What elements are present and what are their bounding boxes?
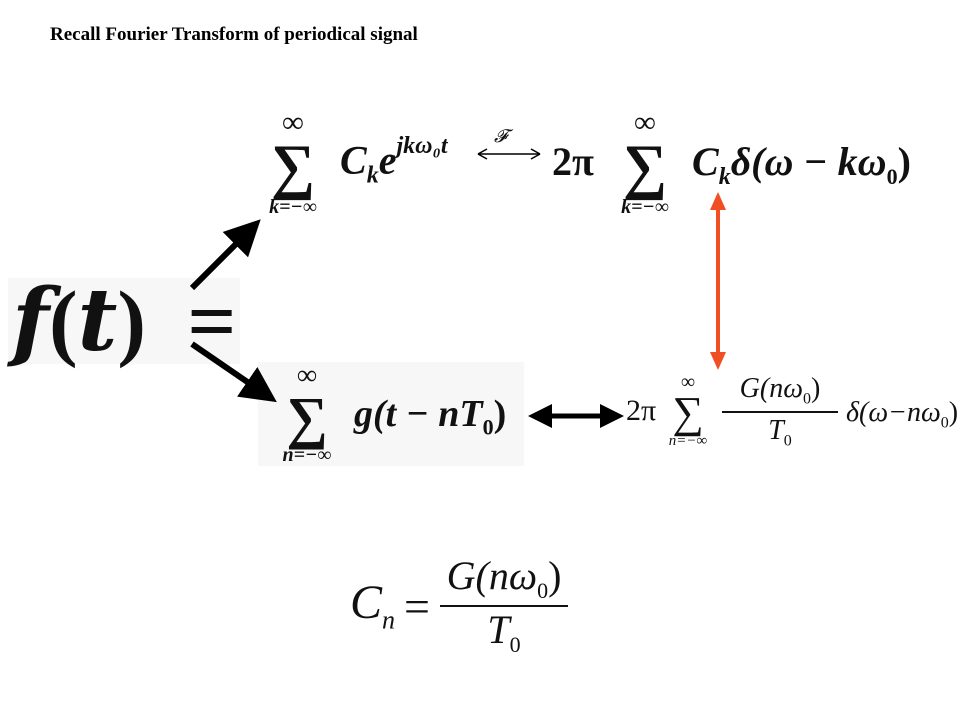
bottom-frac-num-text: G(nω — [739, 373, 803, 404]
lhs-f: f — [12, 270, 49, 371]
bottom-frac-den-text: T — [768, 414, 784, 446]
top-term-2: Ckδ(ω − kω0) — [692, 139, 911, 190]
top-term-2-close: ) — [897, 139, 911, 184]
transform-double-arrow — [477, 148, 541, 160]
cn-equals: = — [404, 581, 430, 632]
bottom-frac-num-sub: 0 — [803, 390, 811, 408]
cn-fraction-denominator: T0 — [438, 610, 570, 656]
bottom-term-1-text: g(t − nT — [354, 393, 483, 435]
lhs-paren-close: ) — [117, 273, 147, 369]
top-two-pi: 2π — [552, 139, 594, 184]
top-sum-2-sigma: ∑ — [622, 133, 668, 201]
top-sum-1: ∞ ∑ k=−∞ — [248, 108, 338, 217]
bottom-sum-2-lower: n=−∞ — [668, 432, 708, 449]
arrow-to-top-sum — [189, 219, 261, 291]
cn-fraction-bar — [440, 605, 568, 607]
top-term-1-C: C — [340, 137, 367, 183]
bottom-delta-text: δ(ω−nω — [846, 397, 941, 428]
arrow-to-bottom-sum — [190, 341, 277, 403]
top-term-2-k: k — [718, 164, 731, 190]
top-term-1-k: k — [366, 162, 379, 189]
bottom-sum-2: ∞ ∑ n=−∞ — [660, 372, 716, 449]
cn-lhs: Cn — [350, 578, 395, 634]
cn-num-close: ) — [548, 553, 562, 598]
top-term-2-delta: δ(ω − kω — [730, 139, 887, 184]
bottom-delta: δ(ω−nω0) — [846, 398, 958, 432]
bottom-fraction-numerator: G(nω0) — [718, 374, 842, 408]
top-sum-2-lower: k=−∞ — [621, 195, 669, 218]
cn-C: C — [350, 576, 383, 629]
orange-vertical-double-arrow — [710, 192, 726, 370]
top-sum-2: ∞ ∑ k=−∞ — [600, 108, 690, 217]
top-sum-1-lower: k=−∞ — [269, 195, 317, 218]
bottom-delta-sub: 0 — [940, 414, 949, 432]
transform-symbol: 𝓕 — [494, 126, 508, 147]
lhs-t: t — [77, 270, 118, 371]
page-title: Recall Fourier Transform of periodical s… — [50, 24, 418, 45]
top-term-2-C: C — [692, 139, 719, 184]
cn-n: n — [382, 605, 396, 635]
bottom-two-pi: 2π — [626, 394, 657, 427]
bottom-fraction: G(nω0) T0 — [718, 374, 842, 449]
cn-num-text: G(nω — [446, 553, 538, 598]
bottom-term-1-close: ) — [493, 393, 507, 435]
bottom-double-arrow — [528, 404, 624, 428]
bottom-frac-num-close: ) — [811, 373, 821, 404]
bottom-sum-2-upper: ∞ — [680, 371, 696, 393]
top-term-2-sub: 0 — [886, 164, 898, 189]
top-sum-1-sigma: ∑ — [270, 133, 316, 201]
top-term-1-exponent: jkω₀t — [396, 133, 448, 159]
bottom-sum-1-lower: n=−∞ — [282, 444, 332, 467]
bottom-sum-1: ∞ ∑ n=−∞ — [262, 360, 352, 467]
bottom-left-formula-bg — [258, 362, 524, 466]
bottom-sum-2-sigma: ∑ — [672, 388, 704, 437]
lhs-paren-open: ( — [49, 273, 78, 369]
cn-den-text: T — [487, 607, 510, 652]
cn-fraction: G(nω0) T0 — [438, 556, 570, 656]
top-term-1: Ckejkω₀t — [340, 134, 448, 189]
bottom-term-1-sub: 0 — [482, 414, 494, 440]
cn-num-sub: 0 — [537, 578, 549, 603]
bottom-fraction-denominator: T0 — [718, 416, 842, 450]
cn-fraction-numerator: G(nω0) — [438, 556, 570, 602]
bottom-sum-1-upper: ∞ — [297, 360, 317, 391]
bottom-frac-den-sub: 0 — [783, 432, 792, 450]
top-sum-2-upper: ∞ — [634, 106, 656, 139]
bottom-delta-close: ) — [948, 397, 959, 428]
bottom-sum-1-sigma: ∑ — [286, 385, 328, 450]
cn-den-sub: 0 — [509, 632, 521, 657]
bottom-term-1: g(t − nT0) — [354, 394, 506, 439]
top-sum-1-upper: ∞ — [282, 106, 304, 139]
top-term-1-e: e — [378, 137, 397, 183]
bottom-fraction-bar — [722, 410, 838, 413]
